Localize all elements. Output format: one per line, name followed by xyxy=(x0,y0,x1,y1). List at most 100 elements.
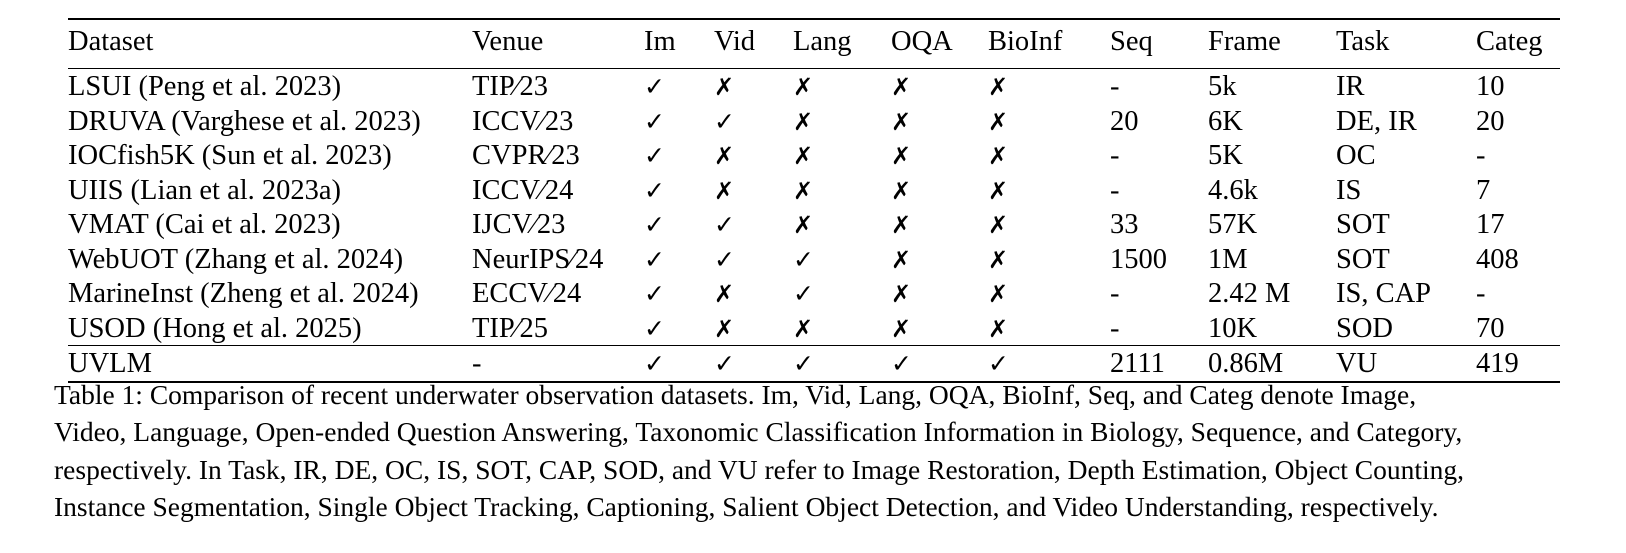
cell-value: 419 xyxy=(1476,348,1519,379)
cell-venue: ICCV⁄23 xyxy=(472,104,644,139)
cell-categ: 408 xyxy=(1476,242,1560,277)
cell-value: SOT xyxy=(1336,243,1390,275)
cell-task: SOT xyxy=(1336,207,1476,242)
cross-icon: ✗ xyxy=(988,211,1009,239)
check-icon: ✓ xyxy=(988,349,1009,378)
cell-value: ICCV⁄23 xyxy=(472,105,574,137)
cross-icon: ✗ xyxy=(793,142,814,170)
check-icon: ✓ xyxy=(714,244,735,274)
cell-task: IS xyxy=(1336,173,1476,208)
cell-dataset: USOD (Hong et al. 2025) xyxy=(68,311,472,346)
table-highlight-rule xyxy=(68,345,1560,346)
cell-venue: - xyxy=(472,346,644,382)
cell-im: ✓ xyxy=(644,104,714,139)
check-icon: ✓ xyxy=(644,72,665,101)
cell-vid: ✗ xyxy=(714,173,793,208)
cell-frame: 1M xyxy=(1208,242,1336,277)
table-row: DRUVA (Varghese et al. 2023)ICCV⁄23✓✓✗✗✗… xyxy=(68,104,1560,139)
cell-im: ✓ xyxy=(644,346,714,382)
cell-value: 408 xyxy=(1476,243,1519,275)
cell-seq: - xyxy=(1110,173,1208,208)
cross-icon: ✗ xyxy=(891,107,912,136)
check-icon: ✓ xyxy=(644,210,665,239)
horizontal-rule xyxy=(68,345,1560,346)
column-header-task: Task xyxy=(1336,26,1390,57)
cell-seq: 33 xyxy=(1110,207,1208,242)
cell-lang: ✗ xyxy=(793,104,891,139)
cell-bioinf: ✗ xyxy=(988,173,1110,208)
cell-dataset: UVLM xyxy=(68,346,472,382)
column-header-venue: Venue xyxy=(472,26,544,57)
cross-icon: ✗ xyxy=(714,73,735,101)
cell-dataset: WebUOT (Zhang et al. 2024) xyxy=(68,242,472,277)
cell-value: 2.42 M xyxy=(1208,278,1291,309)
cell-task: SOT xyxy=(1336,242,1476,277)
cell-venue: IJCV⁄23 xyxy=(472,207,644,242)
cell-dataset: DRUVA (Varghese et al. 2023) xyxy=(68,104,472,139)
cell-value: 1M xyxy=(1208,243,1248,275)
cell-venue: TIP⁄25 xyxy=(472,311,644,346)
cell-value: 57K xyxy=(1208,209,1258,240)
cell-frame: 57K xyxy=(1208,207,1336,242)
cell-value: SOD xyxy=(1336,312,1394,344)
check-icon: ✓ xyxy=(714,210,735,239)
cell-frame: 6K xyxy=(1208,104,1336,139)
cell-categ: 20 xyxy=(1476,104,1560,139)
cell-seq: - xyxy=(1110,276,1208,311)
cell-lang: ✗ xyxy=(793,138,891,173)
cell-task: VU xyxy=(1336,346,1476,382)
cell-value: 7 xyxy=(1476,174,1491,206)
cell-venue: NeurIPS⁄24 xyxy=(472,242,644,277)
cell-oqa: ✗ xyxy=(891,276,988,311)
column-header-bioinf: BioInf xyxy=(988,26,1063,57)
cell-value: - xyxy=(1110,312,1120,344)
cell-lang: ✗ xyxy=(793,207,891,242)
cell-frame: 2.42 M xyxy=(1208,276,1336,311)
cross-icon: ✗ xyxy=(988,245,1009,274)
cell-value: DRUVA (Varghese et al. 2023) xyxy=(68,105,421,137)
cell-oqa: ✗ xyxy=(891,138,988,173)
cell-value: 10K xyxy=(1208,312,1258,344)
column-header-im: Im xyxy=(644,26,676,57)
cross-icon: ✗ xyxy=(891,142,912,170)
check-icon: ✓ xyxy=(793,279,814,308)
cell-value: VU xyxy=(1336,348,1378,379)
cell-oqa: ✗ xyxy=(891,242,988,277)
column-header-oqa: OQA xyxy=(891,26,953,57)
cell-value: 70 xyxy=(1476,312,1505,344)
cell-categ: 7 xyxy=(1476,173,1560,208)
cell-vid: ✗ xyxy=(714,311,793,346)
cell-value: 20 xyxy=(1110,105,1139,137)
cell-value: 33 xyxy=(1110,209,1139,240)
cell-value: UVLM xyxy=(68,348,152,379)
cell-oqa: ✗ xyxy=(891,207,988,242)
check-icon: ✓ xyxy=(714,349,735,378)
check-icon: ✓ xyxy=(793,244,814,274)
cell-lang: ✗ xyxy=(793,173,891,208)
caption-line: Table 1: Comparison of recent underwater… xyxy=(54,379,1417,410)
cell-im: ✓ xyxy=(644,311,714,346)
cell-value: 2111 xyxy=(1110,348,1165,379)
cell-lang: ✓ xyxy=(793,242,891,277)
cell-im: ✓ xyxy=(644,173,714,208)
cell-value: CVPR⁄23 xyxy=(472,140,580,171)
cell-bioinf: ✗ xyxy=(988,69,1110,104)
cell-value: - xyxy=(1110,174,1120,206)
cell-value: WebUOT (Zhang et al. 2024) xyxy=(68,243,404,275)
cell-value: MarineInst (Zheng et al. 2024) xyxy=(68,278,419,309)
column-header-vid: Vid xyxy=(714,26,756,57)
cell-categ: 17 xyxy=(1476,207,1560,242)
cell-im: ✓ xyxy=(644,138,714,173)
cell-value: 5K xyxy=(1208,140,1243,171)
cell-task: OC xyxy=(1336,138,1476,173)
caption-line: respectively. In Task, IR, DE, OC, IS, S… xyxy=(54,453,1465,485)
table-caption: Table 1: Comparison of recent underwater… xyxy=(54,376,1582,525)
cross-icon: ✗ xyxy=(988,107,1009,136)
